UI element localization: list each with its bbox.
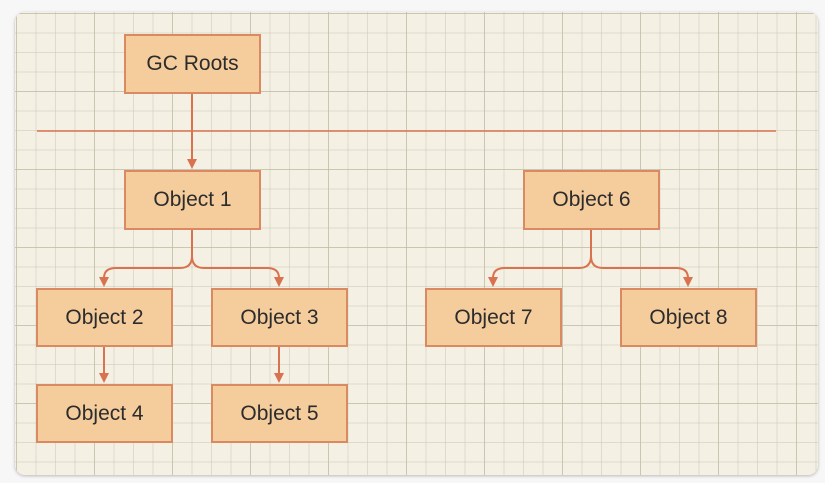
node-object-8[interactable]: Object 8 xyxy=(620,288,757,347)
node-object-1[interactable]: Object 1 xyxy=(124,170,261,230)
connector-layer xyxy=(37,94,776,383)
edge-object-1-to-object-3 xyxy=(191,255,284,287)
node-object-4-label: Object 4 xyxy=(65,401,144,425)
edge-object-1-to-object-2 xyxy=(99,230,193,287)
edge-object-6-to-object-8 xyxy=(590,255,693,287)
edge-object-6-to-object-7 xyxy=(488,230,592,287)
node-object-6-label: Object 6 xyxy=(552,188,631,211)
node-object-2[interactable]: Object 2 xyxy=(36,288,173,347)
node-object-4[interactable]: Object 4 xyxy=(36,384,173,443)
node-object-1-label: Object 1 xyxy=(153,188,232,211)
diagram-canvas: GC Roots Object 1 Object 6 Object 2 Obje… xyxy=(15,12,818,475)
node-object-5-label: Object 5 xyxy=(240,401,319,425)
node-object-7[interactable]: Object 7 xyxy=(425,288,562,347)
node-object-3-label: Object 3 xyxy=(240,305,319,329)
node-object-7-label: Object 7 xyxy=(454,305,533,329)
node-gc-roots[interactable]: GC Roots xyxy=(124,34,261,94)
node-object-6[interactable]: Object 6 xyxy=(523,170,660,230)
node-object-2-label: Object 2 xyxy=(65,305,144,329)
node-object-5[interactable]: Object 5 xyxy=(211,384,348,443)
node-object-8-label: Object 8 xyxy=(649,305,728,329)
node-gc-roots-label: GC Roots xyxy=(146,52,239,75)
node-object-3[interactable]: Object 3 xyxy=(211,288,348,347)
